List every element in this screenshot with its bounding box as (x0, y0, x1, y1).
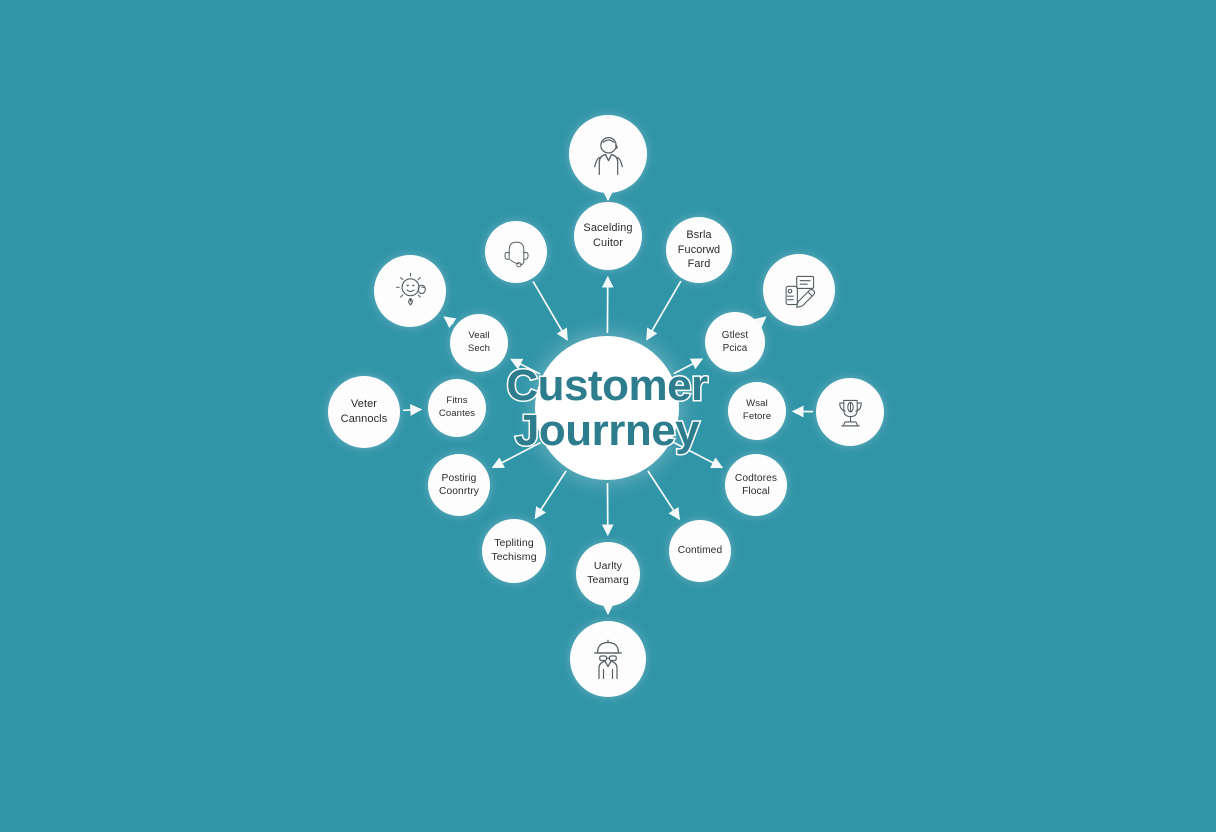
document-pencil-icon (785, 275, 815, 308)
mindmap-node-doc-pencil[interactable] (763, 254, 835, 326)
edge-hub-to-customers-focal (673, 441, 724, 469)
mindmap-node-top-avatar[interactable] (569, 115, 647, 193)
mindmap-node-confirmed[interactable]: Contimed (669, 520, 731, 582)
node-label: Contimed (677, 545, 723, 557)
edge-visual-search-to-emoji-heart (443, 316, 457, 329)
headset-support-icon (503, 241, 529, 267)
mindmap-node-headset-support[interactable] (485, 221, 547, 283)
mindmap-node-emoji-heart[interactable] (374, 255, 446, 327)
worker-helmet-icon (593, 639, 623, 680)
edge-brand-focused-fan-to-hub (646, 280, 682, 341)
edge-headset-support-to-hub (532, 280, 568, 341)
mindmap-node-trophy-award[interactable] (816, 378, 884, 446)
edge-hub-to-guest-place (673, 358, 704, 375)
edge-hub-to-tooling-technology (534, 470, 567, 520)
edge-hub-to-visual-search (510, 358, 541, 375)
smiley-heart-icon (395, 272, 426, 305)
central-hub-circle[interactable] (535, 336, 679, 480)
edge-guest-place-to-doc-pencil (753, 316, 767, 329)
person-avatar-icon (593, 136, 623, 175)
edge-visitor-channels-to-fitness-counts (402, 404, 423, 416)
edge-hub-to-confirmed (647, 470, 681, 521)
edge-hub-to-posting-country (491, 441, 541, 469)
mindmap-node-bottom-worker[interactable] (570, 621, 646, 697)
trophy-award-icon (838, 399, 862, 426)
